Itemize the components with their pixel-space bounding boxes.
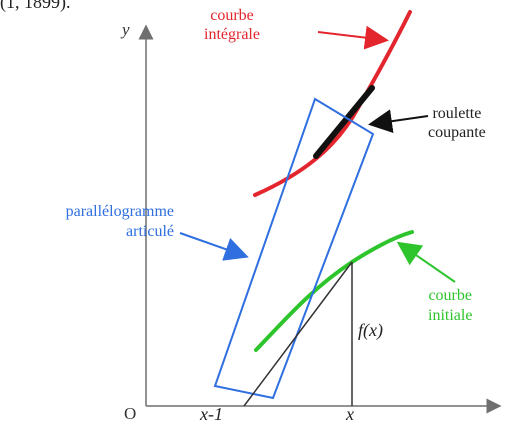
cutting-wheel bbox=[313, 85, 375, 159]
initial-curve-label-line1: courbe bbox=[428, 287, 472, 304]
x-label: x bbox=[346, 404, 354, 424]
cutting-wheel-label: roulette coupante bbox=[428, 104, 486, 142]
initial-curve-arrow bbox=[396, 241, 456, 283]
x-minus-1-label: x-1 bbox=[200, 404, 223, 424]
initial-curve-label-line2: initiale bbox=[428, 307, 473, 324]
parallelogram bbox=[213, 97, 375, 400]
parallelogram-label: parallélogramme articulé bbox=[18, 202, 174, 242]
fx-label: f(x) bbox=[358, 320, 383, 340]
caption-fragment: (1, 1899). bbox=[0, 0, 71, 12]
parallelogram-label-line1: parallélogramme bbox=[65, 203, 174, 220]
initial-curve-label: courbe initiale bbox=[428, 286, 472, 326]
cutting-wheel-label-line1: roulette bbox=[432, 105, 482, 122]
integral-curve-label-line1: courbe bbox=[210, 7, 254, 24]
integral-curve bbox=[253, 10, 412, 197]
cutting-wheel-label-line2: coupante bbox=[428, 124, 486, 141]
integral-curve-label: courbe intégrale bbox=[204, 6, 260, 44]
initial-curve bbox=[254, 230, 414, 352]
parallelogram-label-line2: articulé bbox=[126, 223, 174, 240]
hypotenuse-line bbox=[243, 261, 353, 407]
integral-curve-arrow bbox=[317, 25, 389, 50]
y-axis-label: y bbox=[122, 20, 130, 39]
cutting-wheel-arrow bbox=[368, 109, 429, 134]
origin-label: O bbox=[124, 404, 137, 423]
parallelogram-arrow bbox=[179, 232, 249, 261]
integral-curve-label-line2: intégrale bbox=[204, 26, 260, 43]
